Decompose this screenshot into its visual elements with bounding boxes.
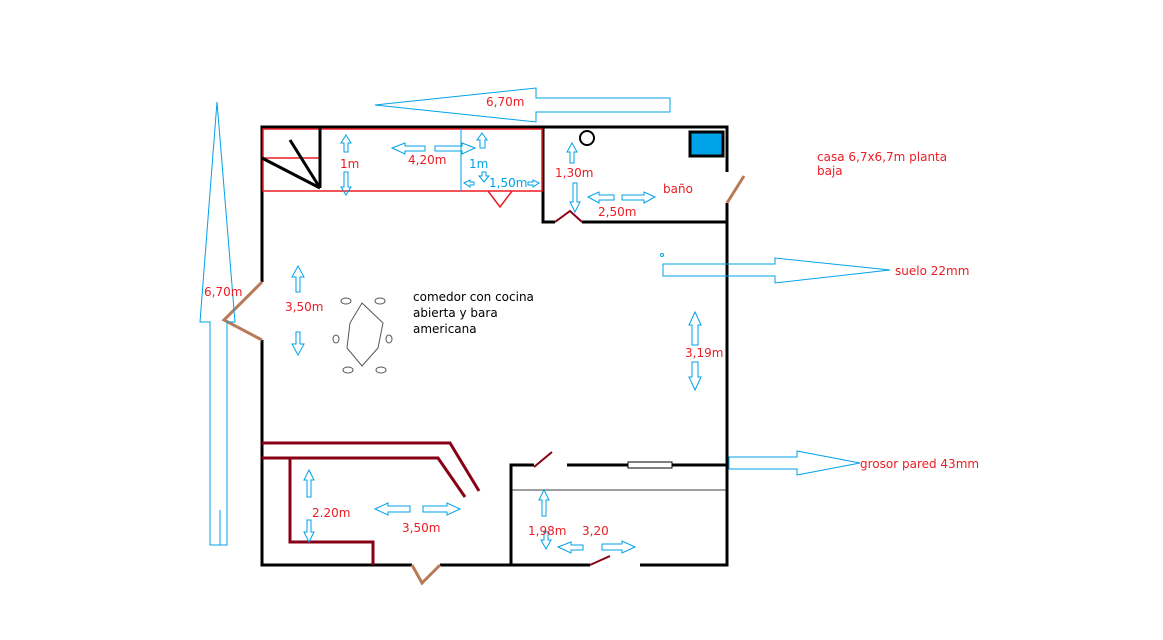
left-height-arrow	[199, 101, 236, 546]
lower-walls	[509, 463, 729, 565]
appliance-icon	[688, 130, 725, 158]
kitchen-width-2-label: 1,50m	[489, 176, 528, 190]
outer-walls	[260, 125, 729, 567]
living-height-arrow	[291, 264, 305, 357]
kitchen-length-arrow	[390, 142, 477, 155]
dimension-arrows	[199, 87, 891, 554]
floor-note-label: suelo 22mm	[895, 264, 970, 278]
lower-right-height-label: 1,98m	[528, 524, 567, 538]
top-width-arrow	[374, 87, 671, 123]
bath-depth-arrow	[566, 141, 581, 214]
right-height-label: 3,19m	[685, 346, 724, 360]
kitchen-counter-bottom	[262, 441, 481, 565]
kitchen-depth-label: 1m	[340, 157, 360, 171]
kitchen-depth-2-arrow	[476, 132, 491, 183]
lower-right-width-label: 3,20	[582, 524, 609, 538]
top-width-label: 6,70m	[486, 95, 525, 109]
kitchen-width-2-arrow	[463, 179, 475, 188]
kitchen-depth-arrow	[340, 134, 352, 196]
window-icon	[627, 461, 673, 469]
living-name-label: comedor con cocina abierta y bara americ…	[413, 290, 534, 336]
lower-right-width-arrow	[556, 540, 637, 554]
kitchen-width-2-arrow-right	[527, 179, 540, 188]
kitchen-counter-top	[262, 128, 543, 209]
bath-depth-label: 1,30m	[555, 166, 594, 180]
stairs-icon	[261, 128, 322, 190]
bath-name-label: baño	[663, 182, 693, 196]
lower-left-width-arrow	[373, 502, 462, 516]
floor-note-arrow	[662, 257, 891, 284]
dining-table-icon	[332, 297, 393, 374]
bathroom-walls	[541, 127, 727, 224]
kitchen-length-label: 4,20m	[408, 153, 447, 167]
wall-note-arrow	[728, 450, 861, 476]
left-height-label: 6,70m	[204, 285, 243, 299]
living-height-label: 3,50m	[285, 300, 324, 314]
house-title-label: casa 6,7x6,7m planta baja	[817, 150, 948, 178]
kitchen-depth-2-label: 1m	[469, 157, 489, 171]
right-height-arrow	[688, 310, 702, 392]
lower-right-height-arrow	[538, 488, 552, 551]
bath-width-arrow	[586, 191, 657, 204]
doors	[221, 175, 746, 586]
wall-note-label: grosor pared 43mm	[860, 457, 980, 471]
boiler-icon	[579, 130, 595, 146]
lower-left-height-label: 2.20m	[312, 506, 351, 520]
inner-doors	[533, 209, 611, 566]
lower-left-height-arrow	[303, 468, 315, 544]
bath-width-label: 2,50m	[598, 205, 637, 219]
dot-marker	[660, 253, 664, 257]
lower-left-width-label: 3,50m	[402, 521, 441, 535]
